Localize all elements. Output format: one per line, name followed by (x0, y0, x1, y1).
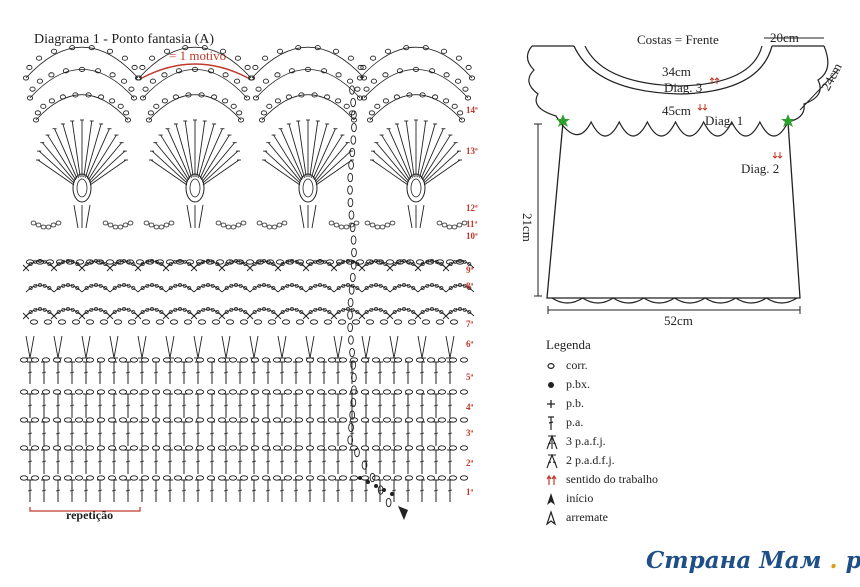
motif-label: = 1 motivo (169, 48, 227, 63)
chain-row (25, 259, 465, 265)
open-arrowhead-icon (546, 510, 557, 526)
motif-layer (22, 45, 476, 230)
row-number: 5ª (466, 372, 474, 382)
legend-label: p.b. (566, 396, 584, 410)
legend-item: corr. (546, 357, 746, 376)
filled-dot-icon (548, 382, 554, 388)
legend-label: corr. (566, 358, 588, 372)
dim-width-label: 52cm (664, 313, 693, 328)
legend-label: p.bx. (566, 377, 590, 391)
row-number: 3ª (466, 428, 474, 438)
legend-item: 3 p.a.f.j. (546, 433, 746, 452)
legend-label: 2 p.a.d.f.j. (566, 453, 615, 467)
row-number: 8ª (466, 281, 474, 291)
start-arrow (398, 506, 408, 520)
start-chain (347, 85, 394, 508)
legend: Legenda corr. p.bx. p.b. p.a. 3 p.a.f.j.… (546, 337, 746, 528)
row-number: 7ª (466, 319, 474, 329)
dim-height-label: 21cm (520, 213, 535, 242)
watermark-logo: Страна Мам . ру (646, 547, 860, 574)
row-number: 10ª (466, 231, 478, 241)
plus-icon (547, 400, 555, 408)
stitch-row (27, 361, 453, 384)
legend-item: p.a. (546, 414, 746, 433)
row-number: 4ª (466, 402, 474, 412)
rows-layer (19, 259, 475, 502)
stitch-row (27, 449, 453, 474)
chain-row (19, 445, 469, 451)
hem-scallops (551, 297, 798, 304)
row-number: 11ª (466, 219, 478, 229)
legend-label: sentido do trabalho (566, 472, 658, 486)
filled-arrowhead-icon (547, 493, 555, 505)
legend-label: arremate (566, 510, 608, 524)
chain-row (29, 319, 459, 325)
legend-item: p.b. (546, 395, 746, 414)
fan-motif (135, 45, 255, 230)
stitch-row (27, 421, 453, 446)
open-circle-icon (547, 362, 555, 370)
legend-item: início (546, 490, 746, 509)
cluster-row (25, 335, 455, 359)
body-outline (546, 121, 801, 299)
fan-motif (248, 45, 368, 230)
green-star-marker (781, 114, 795, 127)
repeat-label: repetição (66, 508, 114, 522)
dim-34-label: 34cm (662, 64, 691, 79)
diag3-label: Diag. 3 (664, 80, 703, 95)
t-stitch-icon (548, 416, 554, 430)
legend-item: sentido do trabalho (546, 471, 746, 490)
legend-item: p.bx. (546, 376, 746, 395)
row-number: 14ª (466, 105, 478, 115)
arch-row (22, 307, 475, 320)
cluster-3-icon (546, 434, 558, 450)
row-number: 6ª (466, 339, 474, 349)
dim-45-label: 45cm (662, 103, 691, 118)
motif-bracket (141, 63, 249, 79)
legend-label: início (566, 491, 594, 505)
legend-item: 2 p.a.d.f.j. (546, 452, 746, 471)
arch-row (25, 283, 475, 293)
schematic-title: Costas = Frente (637, 32, 719, 47)
fan-motif (22, 45, 142, 230)
legend-label: p.a. (566, 415, 584, 429)
dim-side-label: 24cm (818, 60, 845, 94)
green-star-marker (556, 114, 570, 127)
legend-label: 3 p.a.f.j. (566, 434, 606, 448)
diagram-title: Diagrama 1 - Ponto fantasia (A) (34, 32, 214, 47)
fan-motif (356, 45, 476, 230)
legend-item: arremate (546, 509, 746, 528)
stitch-row (27, 393, 453, 418)
stitch-diagram (19, 45, 476, 520)
diag2-label: Diag. 2 (741, 161, 780, 176)
row-number: 1ª (466, 487, 474, 497)
repeat-bracket (29, 507, 141, 512)
row-number: 13ª (466, 146, 478, 156)
stitch-row (27, 479, 453, 502)
cluster-2-icon (546, 453, 558, 469)
red-double-arrow-icon (546, 474, 557, 485)
dim-top-label: 20cm (770, 30, 799, 45)
legend-title: Legenda (546, 337, 591, 352)
row-number: 9ª (466, 265, 474, 275)
row-number: 12ª (466, 203, 478, 213)
chain-row (19, 357, 469, 363)
diag1-label: Diag. 1 (705, 113, 744, 128)
row-number: 2ª (466, 458, 474, 468)
